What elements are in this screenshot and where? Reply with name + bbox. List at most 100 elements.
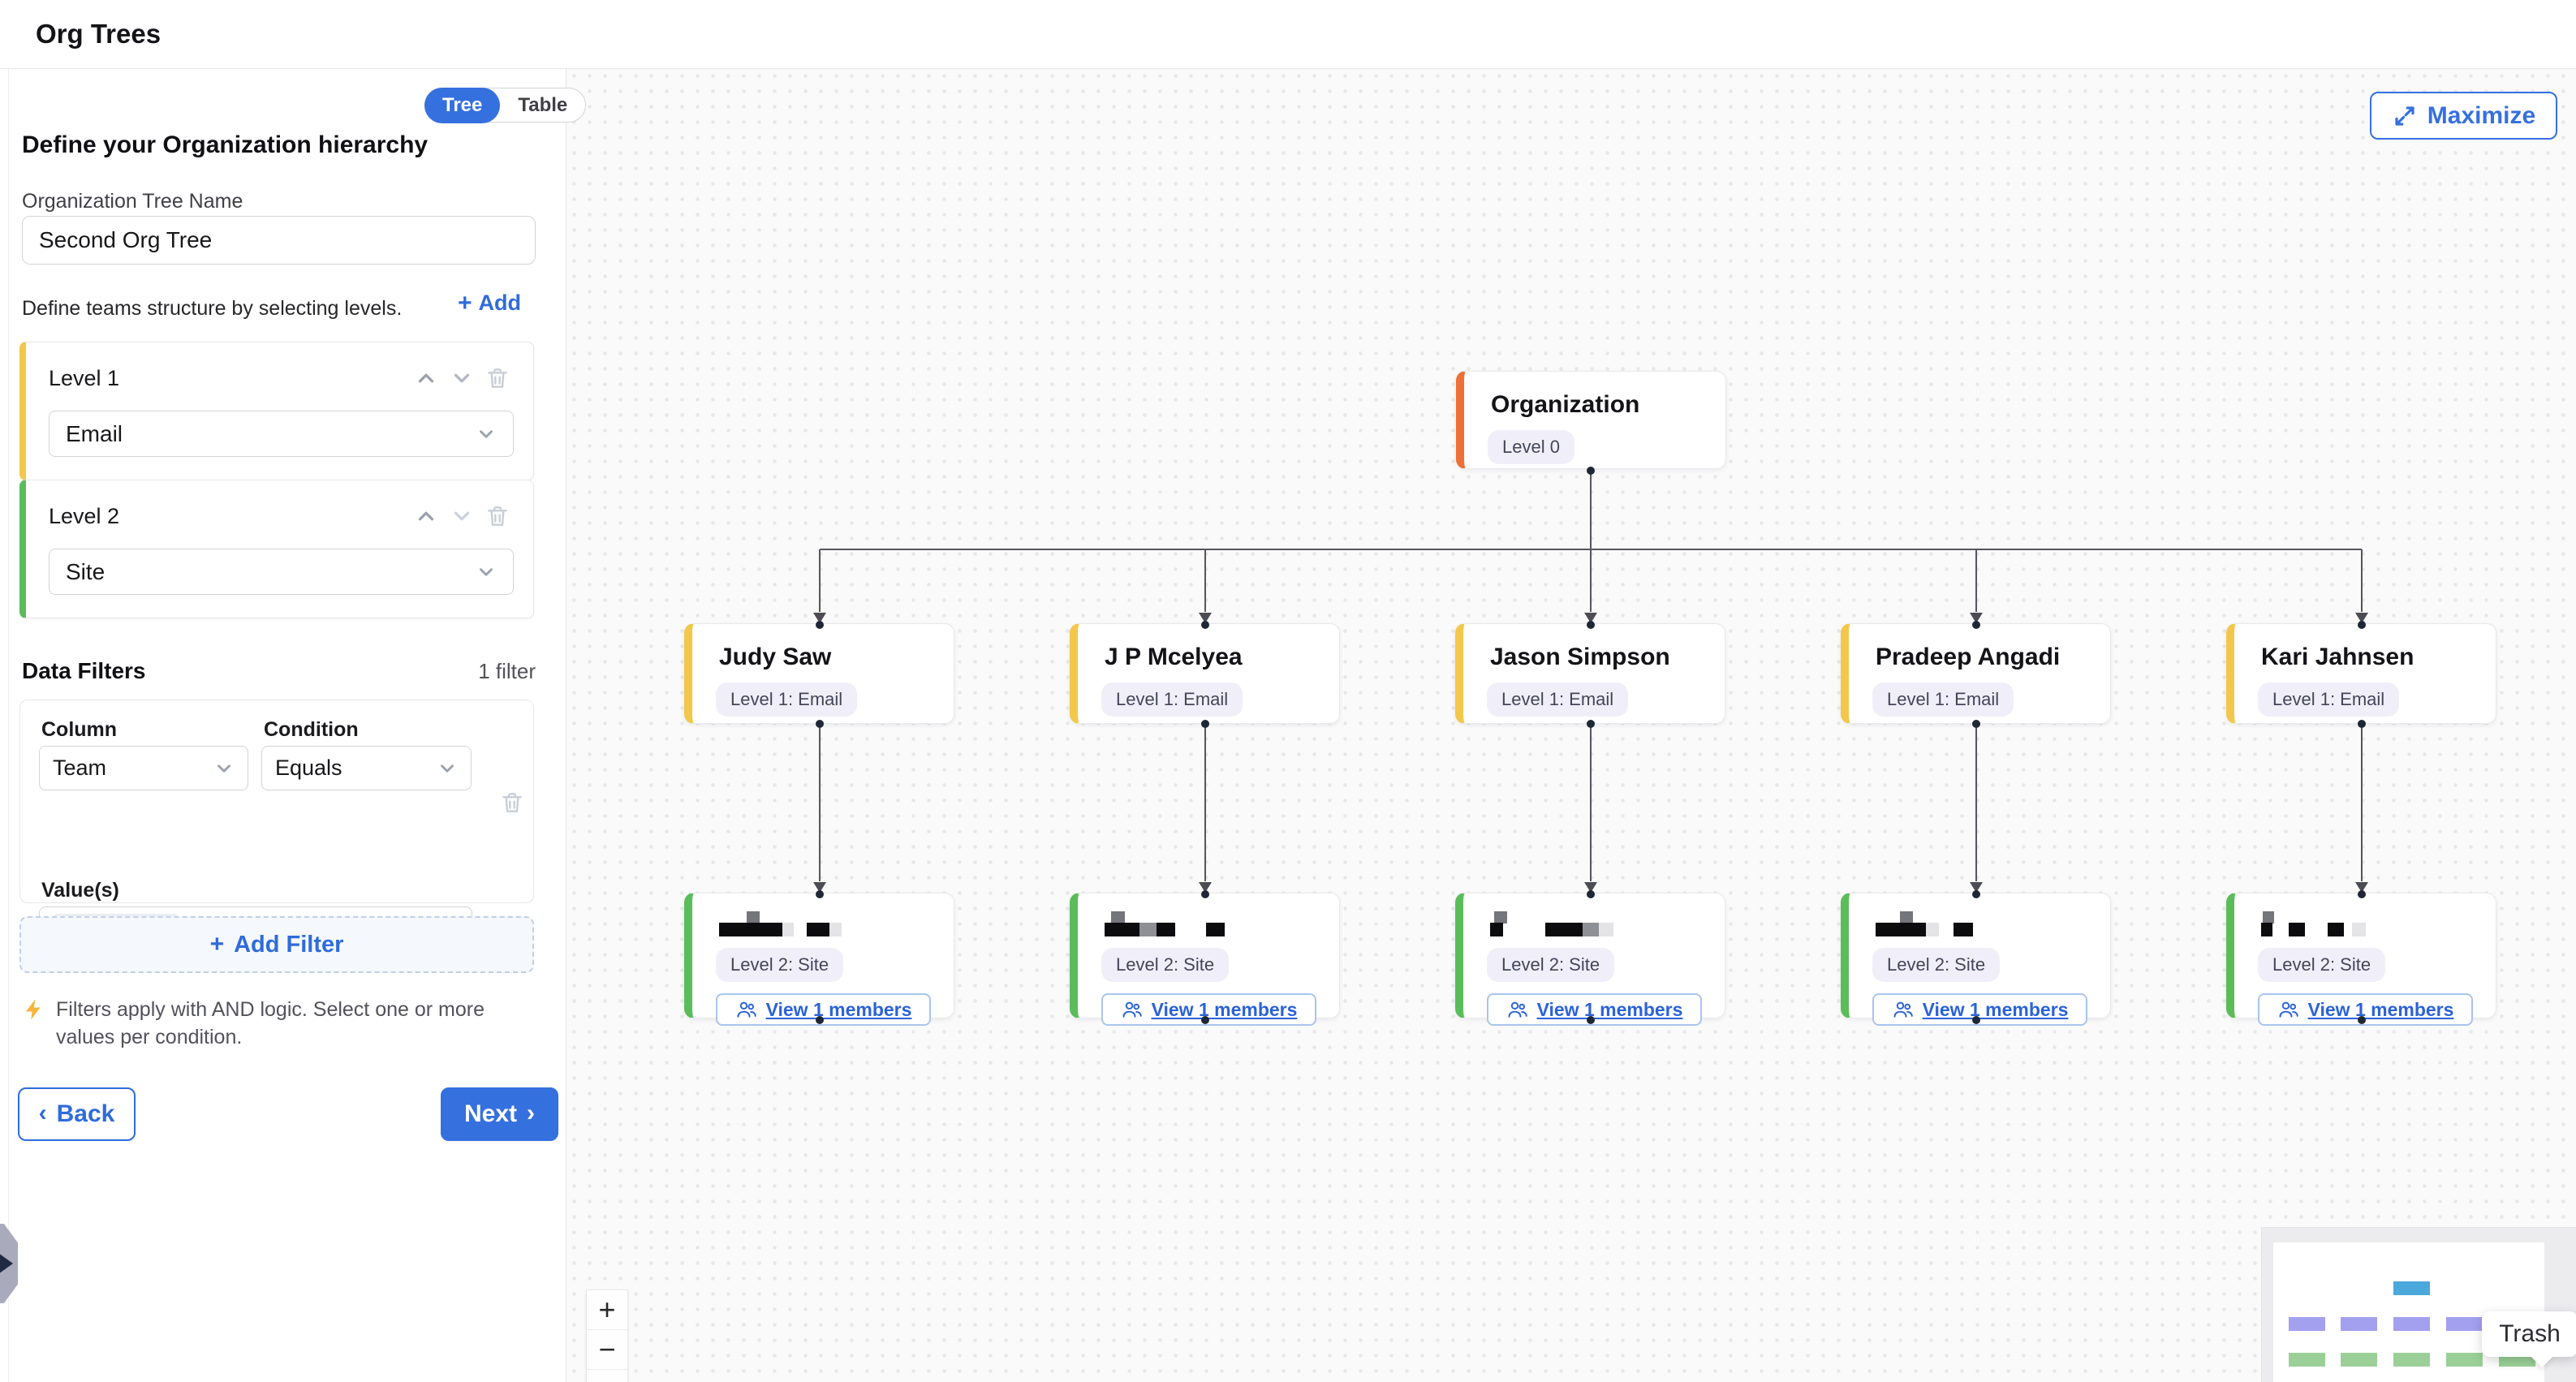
minimap-level1-node bbox=[2446, 1317, 2483, 1331]
toggle-tree[interactable]: Tree bbox=[424, 87, 501, 123]
arrowhead-icon bbox=[1584, 613, 1597, 623]
chevron-down-icon bbox=[450, 504, 474, 528]
connector-dot bbox=[1972, 720, 1980, 728]
node-level-badge: Level 1: Email bbox=[716, 682, 858, 717]
canvas-zoom-controls: + − ⌐ bbox=[586, 1289, 628, 1382]
delete-filter-button[interactable] bbox=[494, 788, 530, 817]
connector-dot bbox=[816, 1016, 824, 1024]
org-node-level2[interactable]: Level 2: Site View 1 members bbox=[1455, 893, 1725, 1026]
minimap-level2-node bbox=[2446, 1353, 2483, 1367]
chevron-down-icon bbox=[480, 567, 493, 576]
org-node-level1[interactable]: Jason Simpson Level 1: Email bbox=[1455, 623, 1725, 724]
left-rail bbox=[0, 68, 9, 1382]
org-node-level2[interactable]: Level 2: Site View 1 members bbox=[684, 893, 954, 1026]
add-filter-button[interactable]: + Add Filter bbox=[19, 916, 534, 973]
chevron-up-icon bbox=[414, 504, 438, 528]
chevron-down-icon bbox=[450, 366, 474, 390]
org-edge bbox=[2361, 724, 2363, 881]
app-header: Org Trees bbox=[0, 0, 2576, 69]
org-node-level1[interactable]: Kari Jahnsen Level 1: Email bbox=[2226, 623, 2496, 724]
node-title: Judy Saw bbox=[719, 644, 832, 670]
level-card-1: Level 1 Email bbox=[19, 342, 534, 480]
fit-view-button[interactable]: ⌐ bbox=[587, 1370, 627, 1382]
connector-dot bbox=[816, 890, 824, 898]
zoom-out-button[interactable]: − bbox=[587, 1330, 627, 1370]
users-icon bbox=[1508, 1001, 1527, 1018]
back-button[interactable]: ‹ Back bbox=[18, 1087, 136, 1141]
org-node-level2[interactable]: Level 2: Site View 1 members bbox=[1841, 893, 2111, 1026]
move-level-up-button[interactable] bbox=[408, 502, 444, 531]
connector-dot bbox=[1201, 1016, 1209, 1024]
connector-dot bbox=[1587, 720, 1595, 728]
connector-dot bbox=[2358, 720, 2366, 728]
filter-column-select[interactable]: Team bbox=[39, 746, 248, 790]
maximize-button[interactable]: Maximize bbox=[2370, 92, 2557, 140]
level-label: Level 1 bbox=[49, 365, 120, 390]
redacted-node-title bbox=[719, 910, 934, 936]
trash-icon bbox=[502, 793, 522, 812]
org-node-level1[interactable]: J P Mcelyea Level 1: Email bbox=[1070, 623, 1340, 724]
filter-values-label: Value(s) bbox=[41, 879, 119, 902]
level-field-value: Email bbox=[66, 420, 123, 446]
delete-level-button[interactable] bbox=[480, 502, 515, 531]
trash-tooltip: Trash bbox=[2482, 1311, 2576, 1368]
tree-name-input[interactable] bbox=[22, 216, 536, 265]
add-level-button[interactable]: + Add bbox=[458, 291, 521, 316]
delete-level-button[interactable] bbox=[480, 364, 515, 393]
org-node-level1[interactable]: Pradeep Angadi Level 1: Email bbox=[1841, 623, 2111, 724]
trash-icon bbox=[488, 506, 507, 526]
node-level-badge: Level 2: Site bbox=[1487, 948, 1615, 982]
connector-dot bbox=[816, 720, 824, 728]
trash-tooltip-label: Trash bbox=[2499, 1320, 2561, 1347]
filter-condition-select[interactable]: Equals bbox=[261, 746, 472, 790]
move-level-up-button[interactable] bbox=[408, 364, 444, 393]
org-node-root[interactable]: Organization Level 0 bbox=[1456, 371, 1726, 469]
level-field-select[interactable]: Site bbox=[49, 549, 514, 595]
org-edge bbox=[819, 549, 821, 612]
minimap-root-node bbox=[2393, 1281, 2430, 1295]
minimap[interactable] bbox=[2261, 1227, 2576, 1382]
tree-name-label: Organization Tree Name bbox=[22, 190, 243, 213]
filter-condition-label: Condition bbox=[264, 718, 359, 741]
users-icon bbox=[737, 1001, 756, 1018]
org-node-level1[interactable]: Judy Saw Level 1: Email bbox=[684, 623, 954, 724]
node-level-badge: Level 2: Site bbox=[716, 948, 844, 982]
node-level-badge: Level 2: Site bbox=[1101, 948, 1230, 982]
users-icon bbox=[1122, 1001, 1142, 1018]
org-chart-canvas[interactable]: Maximize Organization Level 0 Judy Saw L… bbox=[566, 68, 2576, 1382]
org-edge bbox=[1204, 549, 1206, 612]
connector-dot bbox=[1201, 890, 1209, 898]
plus-icon: + bbox=[209, 931, 225, 958]
filter-card: Column Condition Team Equals Value(s) 3 … bbox=[19, 700, 534, 957]
minimap-level1-node bbox=[2289, 1317, 2325, 1331]
org-edge bbox=[1975, 549, 1977, 612]
level-field-select[interactable]: Email bbox=[49, 411, 514, 457]
node-title: J P Mcelyea bbox=[1105, 644, 1243, 670]
view-members-button[interactable]: View 1 members bbox=[1872, 993, 2087, 1026]
view-members-label: View 1 members bbox=[1536, 998, 1683, 1020]
node-level-badge: Level 2: Site bbox=[2258, 948, 2386, 982]
filter-condition-value: Equals bbox=[275, 756, 342, 780]
move-level-down-button[interactable] bbox=[444, 364, 480, 393]
expand-icon bbox=[2395, 105, 2414, 126]
arrowhead-icon bbox=[2355, 882, 2368, 893]
next-button[interactable]: Next › bbox=[441, 1087, 558, 1141]
filter-column-label: Column bbox=[41, 718, 118, 741]
view-members-button[interactable]: View 1 members bbox=[1101, 993, 1316, 1026]
connector-dot bbox=[1201, 621, 1209, 629]
arrowhead-icon bbox=[813, 882, 826, 893]
connector-dot bbox=[1972, 621, 1980, 629]
connector-dot bbox=[2358, 1016, 2366, 1024]
arrowhead-icon bbox=[1199, 613, 1212, 623]
toggle-table[interactable]: Table bbox=[518, 93, 568, 116]
org-edge bbox=[1590, 724, 1592, 881]
sidebar-expand-handle[interactable] bbox=[0, 1224, 18, 1303]
move-level-down-button[interactable] bbox=[444, 502, 480, 531]
org-node-level2[interactable]: Level 2: Site View 1 members bbox=[2226, 893, 2496, 1026]
chevron-down-icon bbox=[480, 429, 493, 438]
org-node-level2[interactable]: Level 2: Site View 1 members bbox=[1070, 893, 1340, 1026]
zoom-in-button[interactable]: + bbox=[587, 1290, 627, 1330]
chevron-down-icon bbox=[441, 764, 454, 773]
node-level-badge: Level 1: Email bbox=[1101, 682, 1243, 717]
add-filter-label: Add Filter bbox=[234, 931, 344, 958]
